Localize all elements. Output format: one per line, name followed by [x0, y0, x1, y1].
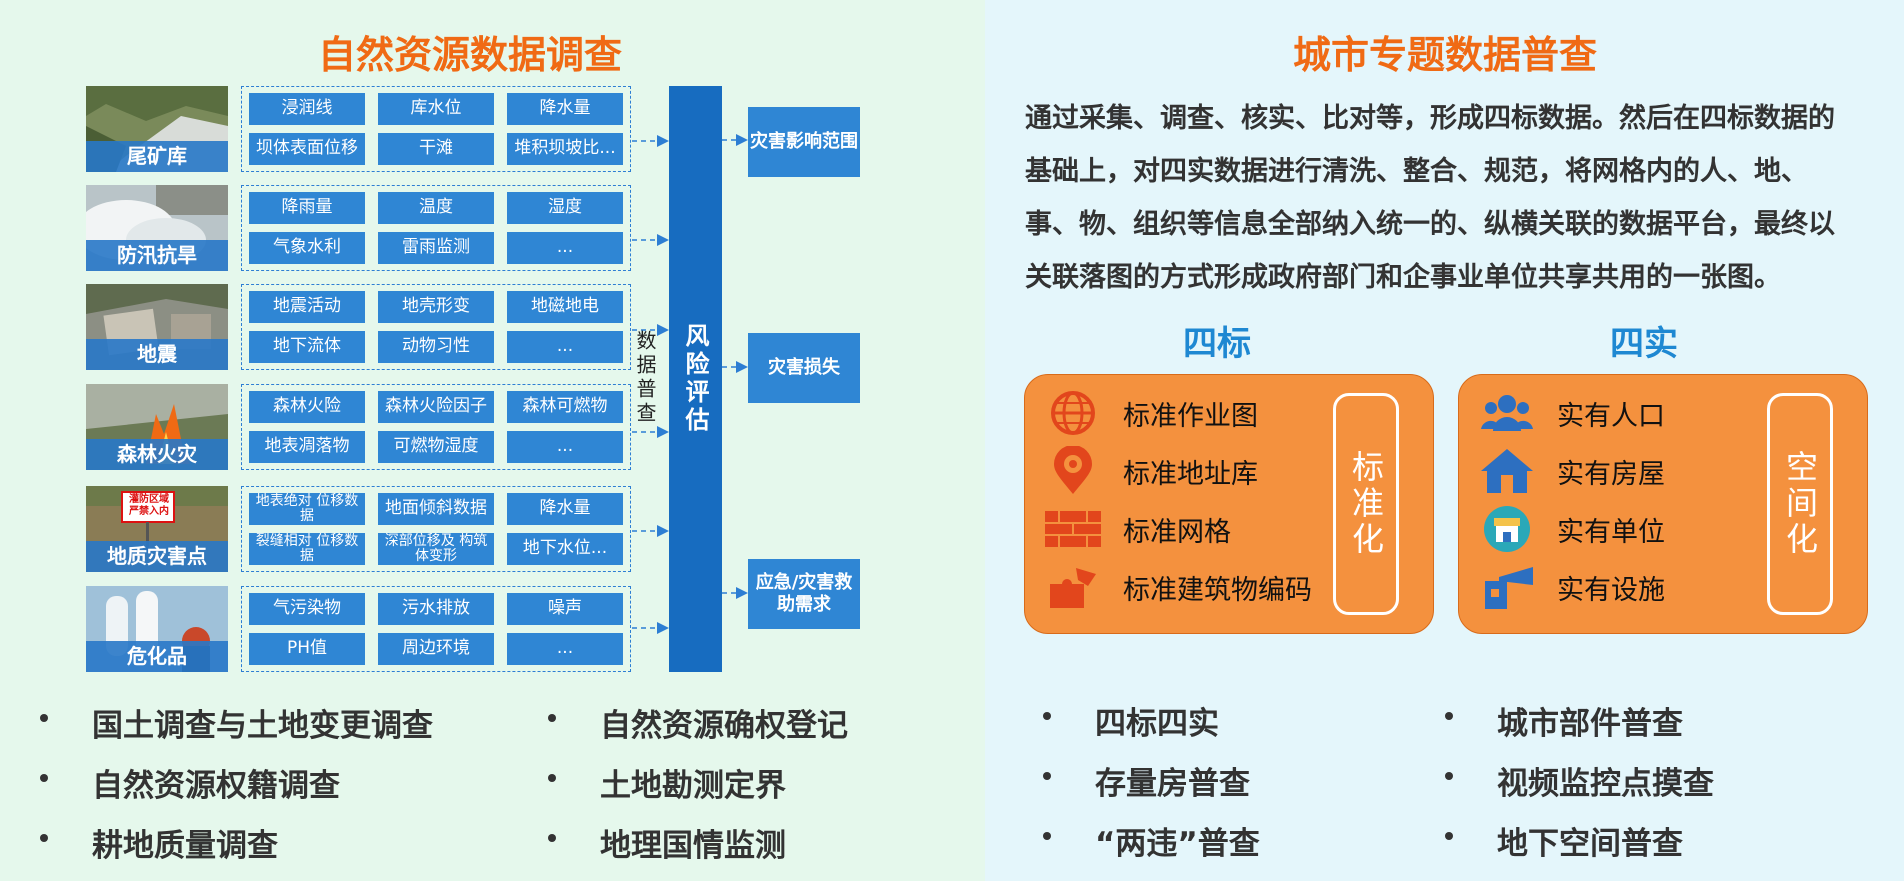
- list-item: 实有单位: [1479, 505, 1665, 553]
- list-item: 标准网格: [1045, 505, 1231, 553]
- data-cell: PH值: [249, 633, 365, 665]
- earthquake-photo: 地震: [86, 284, 228, 370]
- people-icon: [1479, 389, 1535, 437]
- output-box: 灾害影响范围: [748, 107, 860, 177]
- data-cell: 周边环境: [378, 633, 494, 665]
- data-cell: 降雨量: [249, 192, 365, 224]
- photo-caption: 尾矿库: [86, 141, 228, 172]
- data-cell: 温度: [378, 192, 494, 224]
- data-cell: 气污染物: [249, 593, 365, 625]
- data-group: 森林火险 森林火险因子 森林可燃物 地表凋落物 可燃物湿度 ...: [241, 384, 631, 470]
- left-bullet-list: 国土调查与土地变更调查 自然资源确权登记 自然资源权籍调查 土地勘测定界 耕地质…: [40, 700, 940, 880]
- tailings-photo: 尾矿库: [86, 86, 228, 172]
- list-item: 标准作业图: [1045, 389, 1258, 437]
- forest-fire-photo: 森林火灾: [86, 384, 228, 470]
- standardization-label: 标准化: [1333, 393, 1399, 615]
- data-cell: 坝体表面位移: [249, 133, 365, 165]
- data-cell: 地下流体: [249, 331, 365, 363]
- data-cell: 地下水位...: [507, 533, 623, 565]
- data-group: 地表绝对 位移数据 地面倾斜数据 降水量 裂缝相对 位移数据 深部位移及 构筑体…: [241, 486, 631, 572]
- data-cell: 动物习性: [378, 331, 494, 363]
- list-item: 标准建筑物编码: [1045, 563, 1312, 611]
- data-cell: 浸润线: [249, 93, 365, 125]
- hazmat-photo: 危化品: [86, 586, 228, 672]
- data-cell: 湿度: [507, 192, 623, 224]
- list-item: 标准地址库: [1045, 446, 1258, 495]
- location-gear-icon: [1045, 446, 1101, 495]
- shop-icon: [1479, 505, 1535, 553]
- photo-caption: 森林火灾: [86, 439, 228, 470]
- flood-photo: 防汛抗旱: [86, 185, 228, 271]
- geohazard-photo: 灌防区域 严禁入内 地质灾害点: [86, 486, 228, 572]
- data-cell: 地表凋落物: [249, 431, 365, 463]
- description-paragraph: 通过采集、调查、核实、比对等，形成四标数据。然后在四标数据的基础上，对四实数据进…: [1025, 103, 1835, 293]
- data-group: 气污染物 污水排放 噪声 PH值 周边环境 ...: [241, 586, 631, 672]
- data-cell: 可燃物湿度: [378, 431, 494, 463]
- building-puzzle-icon: [1045, 563, 1101, 611]
- data-cell: 森林火险因子: [378, 391, 494, 423]
- output-box: 灾害损失: [748, 333, 860, 403]
- right-title: 城市专题数据普查: [1292, 33, 1597, 77]
- data-cell: 污水排放: [378, 593, 494, 625]
- data-cell: 库水位: [378, 93, 494, 125]
- data-cell: ...: [507, 331, 623, 363]
- risk-assessment-bar: 风险评估: [669, 86, 722, 672]
- photo-caption: 防汛抗旱: [86, 240, 228, 271]
- photo-caption: 危化品: [86, 641, 228, 672]
- photo-caption: 地质灾害点: [86, 541, 228, 572]
- data-cell: 堆积坝坡比...: [507, 133, 623, 165]
- photo-caption: 地震: [86, 339, 228, 370]
- data-cell: 干滩: [378, 133, 494, 165]
- house-icon: [1479, 447, 1535, 495]
- list-item: 实有人口: [1479, 389, 1665, 437]
- data-cell: 气象水利: [249, 232, 365, 264]
- four-real-heading: 四实: [1610, 324, 1678, 364]
- data-cell: 雷雨监测: [378, 232, 494, 264]
- four-real-box: 实有人口 实有房屋 实有单位 实有设施 空间化: [1458, 374, 1868, 634]
- data-cell: ...: [507, 232, 623, 264]
- globe-icon: [1045, 389, 1101, 437]
- output-box: 应急/灾害救助需求: [748, 559, 860, 629]
- survey-label: 数据普查: [633, 330, 657, 426]
- data-cell: ...: [507, 431, 623, 463]
- warning-sign-text: 灌防区域 严禁入内: [129, 494, 169, 517]
- data-cell: 森林可燃物: [507, 391, 623, 423]
- data-cell: 裂缝相对 位移数据: [249, 533, 365, 565]
- right-bullet-list: 四标四实 城市部件普查 存量房普查 视频监控点摸查 “两违”普查 地下空间普查: [1043, 698, 1863, 878]
- list-item: 实有房屋: [1479, 447, 1665, 495]
- data-cell: 地磁地电: [507, 291, 623, 323]
- data-group: 浸润线 库水位 降水量 坝体表面位移 干滩 堆积坝坡比...: [241, 86, 631, 172]
- data-group: 地震活动 地壳形变 地磁地电 地下流体 动物习性 ...: [241, 284, 631, 370]
- data-cell: 地震活动: [249, 291, 365, 323]
- four-std-heading: 四标: [1183, 324, 1251, 364]
- data-cell: 降水量: [507, 93, 623, 125]
- facility-icon: [1479, 563, 1535, 611]
- list-item: 实有设施: [1479, 563, 1665, 611]
- data-cell: 深部位移及 构筑体变形: [378, 533, 494, 565]
- left-title: 自然资源数据调查: [317, 33, 622, 77]
- spatialization-label: 空间化: [1767, 393, 1833, 615]
- data-cell: 噪声: [507, 593, 623, 625]
- brick-grid-icon: [1045, 505, 1101, 553]
- data-cell: 降水量: [507, 493, 623, 525]
- data-cell: 地壳形变: [378, 291, 494, 323]
- data-cell: 森林火险: [249, 391, 365, 423]
- data-cell: 地面倾斜数据: [378, 493, 494, 525]
- data-cell: ...: [507, 633, 623, 665]
- data-cell: 地表绝对 位移数据: [249, 493, 365, 525]
- data-group: 降雨量 温度 湿度 气象水利 雷雨监测 ...: [241, 185, 631, 271]
- four-std-box: 标准作业图 标准地址库 标准网格 标准建筑物编码 标准化: [1024, 374, 1434, 634]
